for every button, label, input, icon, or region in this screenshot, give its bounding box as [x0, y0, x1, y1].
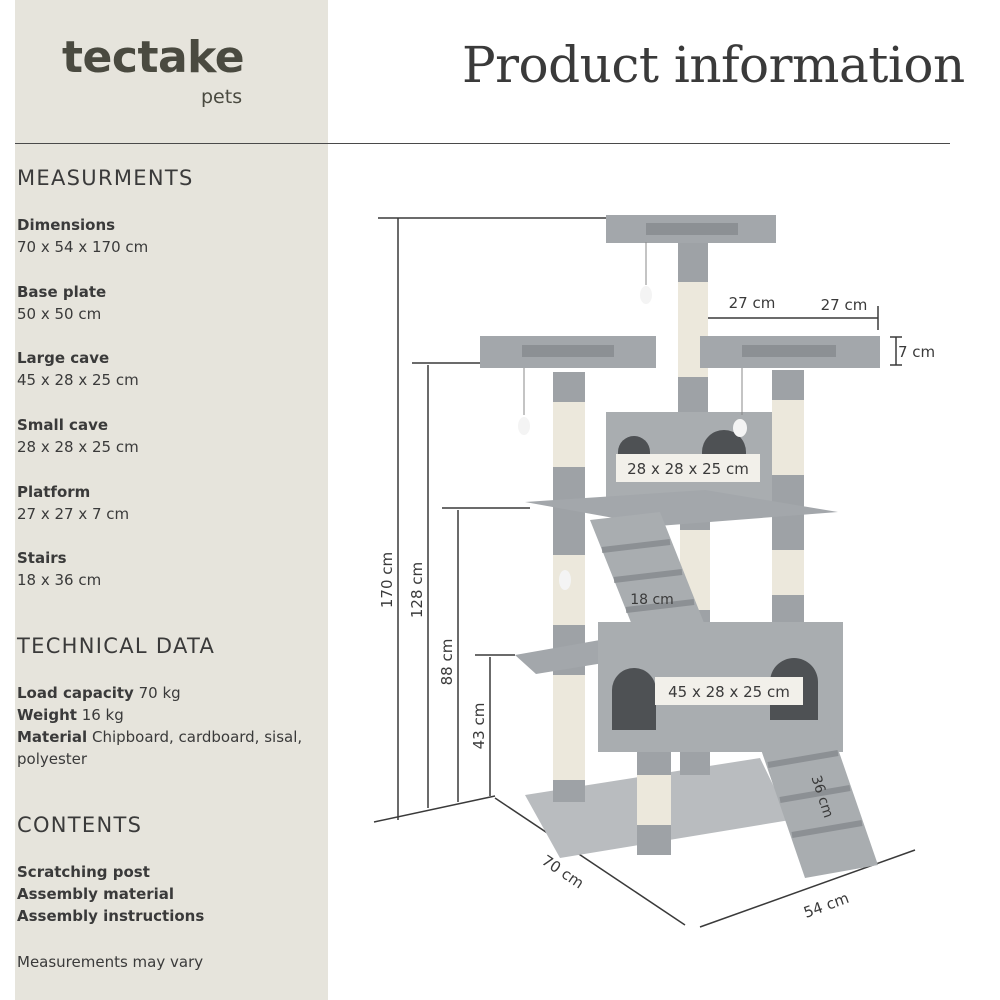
technical-heading: TECHNICAL DATA	[17, 634, 216, 658]
label-height-128: 128 cm	[408, 562, 426, 618]
contents-item: Scratching post	[17, 863, 150, 881]
measurement-label: Dimensions	[17, 216, 116, 234]
label-height-total: 170 cm	[378, 552, 396, 608]
measurement-small-cave: Small cave 28 x 28 x 25 cm	[17, 414, 139, 458]
measurement-label: Stairs	[17, 549, 67, 567]
load-value: 70 kg	[138, 684, 181, 702]
large-cave-label-bg	[655, 677, 803, 705]
disclaimer-note: Measurements may vary	[17, 953, 204, 971]
measurement-value: 18 x 36 cm	[17, 571, 102, 589]
material-value: Chipboard, cardboard, sisal, polyester	[17, 728, 303, 768]
label-platform-height: 7 cm	[898, 343, 935, 361]
label-height-88: 88 cm	[438, 639, 456, 686]
label-height-43: 43 cm	[470, 703, 488, 750]
label-base-width: 54 cm	[801, 889, 851, 922]
measurement-label: Base plate	[17, 283, 107, 301]
measurements-heading: MEASURMENTS	[17, 166, 194, 190]
small-cave-label-bg	[616, 454, 760, 482]
contents-item: Assembly instructions	[17, 907, 205, 925]
cat-tree-diagram: 170 cm 128 cm 88 cm 43 cm 27 cm 27 cm 7 …	[373, 215, 935, 928]
label-platform-width-1: 27 cm	[729, 294, 776, 312]
label-platform-width-2: 27 cm	[821, 296, 868, 314]
dimension-lines	[373, 217, 916, 928]
measurement-value: 27 x 27 x 7 cm	[17, 505, 130, 523]
measurement-label: Platform	[17, 483, 91, 501]
label-large-cave: 45 x 28 x 25 cm	[668, 683, 790, 701]
measurement-value: 50 x 50 cm	[17, 305, 102, 323]
weight-label: Weight	[17, 706, 77, 724]
measurement-dimensions: Dimensions 70 x 54 x 170 cm	[17, 214, 148, 258]
technical-data-block: Load capacity 70 kg Weight 16 kg Materia…	[17, 682, 307, 770]
measurement-value: 70 x 54 x 170 cm	[17, 238, 149, 256]
label-small-cave: 28 x 28 x 25 cm	[627, 460, 749, 478]
weight-value: 16 kg	[81, 706, 124, 724]
contents-heading: CONTENTS	[17, 813, 143, 837]
measurement-value: 45 x 28 x 25 cm	[17, 371, 139, 389]
material-label: Material	[17, 728, 88, 746]
measurement-large-cave: Large cave 45 x 28 x 25 cm	[17, 347, 139, 391]
measurement-stairs: Stairs 18 x 36 cm	[17, 547, 101, 591]
measurement-label: Large cave	[17, 349, 110, 367]
contents-item: Assembly material	[17, 885, 175, 903]
label-stairs-width: 18 cm	[630, 592, 674, 608]
measurement-label: Small cave	[17, 416, 109, 434]
measurement-value: 28 x 28 x 25 cm	[17, 438, 139, 456]
measurement-base-plate: Base plate 50 x 50 cm	[17, 281, 106, 325]
load-label: Load capacity	[17, 684, 134, 702]
brand-sub: pets	[201, 86, 243, 108]
header-divider	[15, 143, 950, 144]
sidebar-panel	[15, 0, 328, 1000]
measurement-platform: Platform 27 x 27 x 7 cm	[17, 481, 129, 525]
contents-list: Scratching post Assembly material Assemb…	[17, 861, 307, 927]
page-title: Product information	[462, 36, 965, 94]
brand-logo: tectake	[62, 32, 245, 83]
